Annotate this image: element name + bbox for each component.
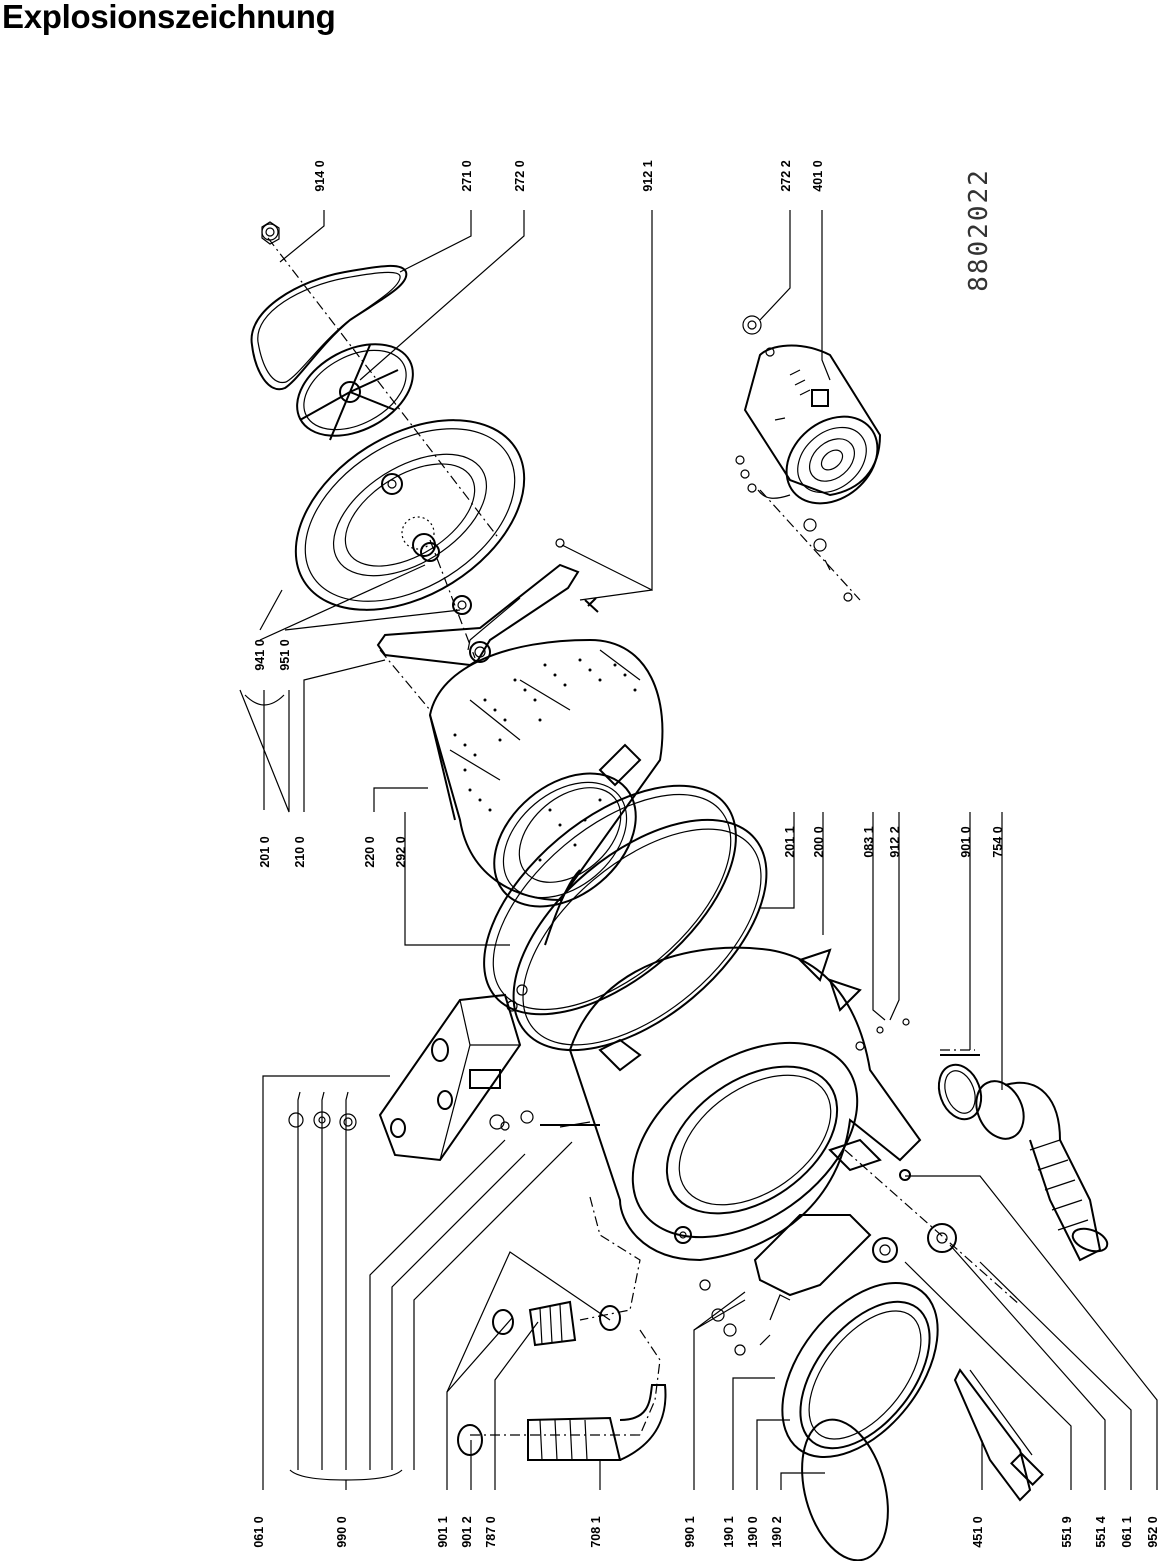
label-220-0: 220 0 (363, 836, 377, 867)
label-190-0: 190 0 (746, 1516, 760, 1547)
page-title: Explosionszeichnung (2, 0, 336, 35)
label-912-2: 912 2 (888, 826, 902, 857)
part-drawings (250, 221, 1109, 1561)
label-272-2: 272 2 (779, 160, 793, 191)
label-292-0: 292 0 (394, 836, 408, 867)
label-200-0: 200 0 (812, 826, 826, 857)
door-assembly (759, 1281, 939, 1561)
label-061-0: 061 0 (252, 1516, 266, 1547)
label-912-1: 912 1 (641, 160, 655, 191)
label-754-0: 754 0 (991, 826, 1005, 857)
tub-gasket-ring (483, 784, 768, 1052)
label-708-1: 708 1 (589, 1516, 603, 1547)
label-990-0: 990 0 (335, 1516, 349, 1547)
label-190-1: 190 1 (722, 1516, 736, 1547)
label-201-0: 201 0 (258, 836, 272, 867)
label-190-2: 190 2 (770, 1516, 784, 1547)
part-labels: 061 0 990 0 901 1 901 2 787 0 708 1 990 … (252, 160, 1160, 1547)
label-272-0: 272 0 (513, 160, 527, 191)
counterweight (378, 993, 522, 1162)
pulley (296, 343, 414, 441)
door-hinge-bracket (753, 1214, 872, 1297)
label-401-0: 401 0 (811, 160, 825, 191)
label-061-1: 061 1 (1120, 1516, 1134, 1547)
label-551-4: 551 4 (1094, 1516, 1108, 1547)
label-210-0: 210 0 (293, 836, 307, 867)
sump-hose (975, 1080, 1109, 1262)
drain-hose (457, 1384, 667, 1461)
tub-rear-cover (294, 419, 526, 615)
label-990-1: 990 1 (683, 1516, 697, 1547)
label-551-9: 551 9 (1060, 1516, 1074, 1547)
counterweight-screw-set (288, 1110, 600, 1131)
leader-lines (239, 210, 1158, 1490)
drive-motor (742, 315, 882, 505)
label-901-2: 901 2 (460, 1516, 474, 1547)
label-952-0: 952 0 (1146, 1516, 1160, 1547)
label-451-0: 451 0 (971, 1516, 985, 1547)
drawing-number: 8802022 (964, 168, 994, 292)
label-951-0: 951 0 (278, 639, 292, 670)
nut-icon (261, 221, 280, 245)
label-271-0: 271 0 (460, 160, 474, 191)
tub-clips (855, 1018, 910, 1051)
label-083-1: 083 1 (862, 826, 876, 857)
drum-spider (376, 538, 599, 667)
label-941-0: 941 0 (253, 639, 267, 670)
label-787-0: 787 0 (484, 1516, 498, 1547)
hose-clamp (937, 1054, 983, 1121)
label-201-1: 201 1 (783, 826, 797, 857)
heating-element (953, 1368, 1044, 1502)
outer-tub (559, 946, 922, 1262)
drive-belt (250, 264, 408, 391)
bellows-hose (492, 1300, 621, 1347)
label-901-1: 901 1 (436, 1516, 450, 1547)
thermostat-sensor (872, 1169, 957, 1263)
label-914-0: 914 0 (313, 160, 327, 191)
label-901-0: 901 0 (959, 826, 973, 857)
door-hinge-screws (699, 1279, 746, 1356)
washing-drum (428, 638, 664, 908)
motor-mounting-bolts (735, 455, 853, 602)
assembly-axes (267, 237, 1021, 1436)
